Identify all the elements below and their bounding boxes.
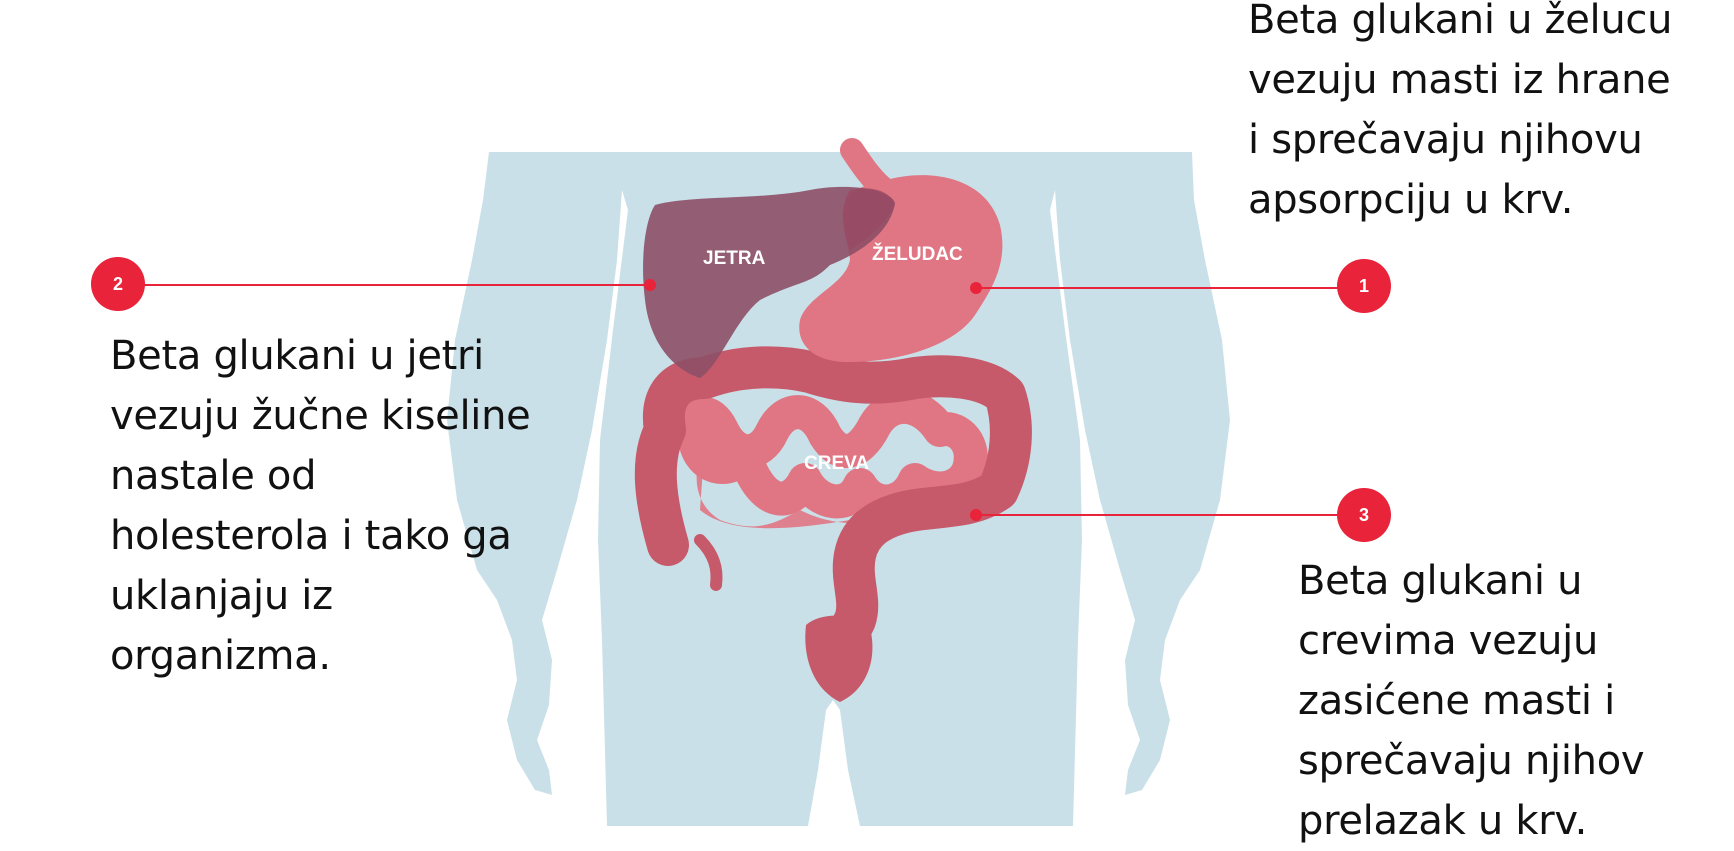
colon-end: [805, 615, 873, 702]
liver-label: JETRA: [703, 248, 766, 269]
callout-3-dot: [970, 509, 982, 521]
callout-3-description: Beta glukani u crevima vezuju zasićene m…: [1298, 558, 1645, 844]
large-intestine: [634, 346, 1032, 671]
callout-2-marker: [91, 257, 145, 311]
callout-3-number: 3: [1359, 505, 1369, 525]
callout-1-dot: [970, 282, 982, 294]
small-intestine: [677, 389, 988, 519]
callout-1-number: 1: [1359, 276, 1369, 296]
callout-2-dot: [644, 279, 656, 291]
callout-2-description: Beta glukani u jetri vezuju žučne kiseli…: [110, 333, 531, 679]
liver-stomach-overlap: [843, 188, 895, 250]
stomach-label: ŽELUDAC: [872, 243, 963, 265]
callout-3-marker: [1337, 488, 1391, 542]
intestines-label: CREVA: [804, 453, 869, 474]
appendix: [694, 534, 723, 591]
callout-1-description: Beta glukani u želucu vezuju masti iz hr…: [1248, 0, 1673, 223]
callout-2-number: 2: [113, 274, 123, 294]
liver-shape: [643, 186, 895, 378]
callout-1-marker: [1337, 259, 1391, 313]
